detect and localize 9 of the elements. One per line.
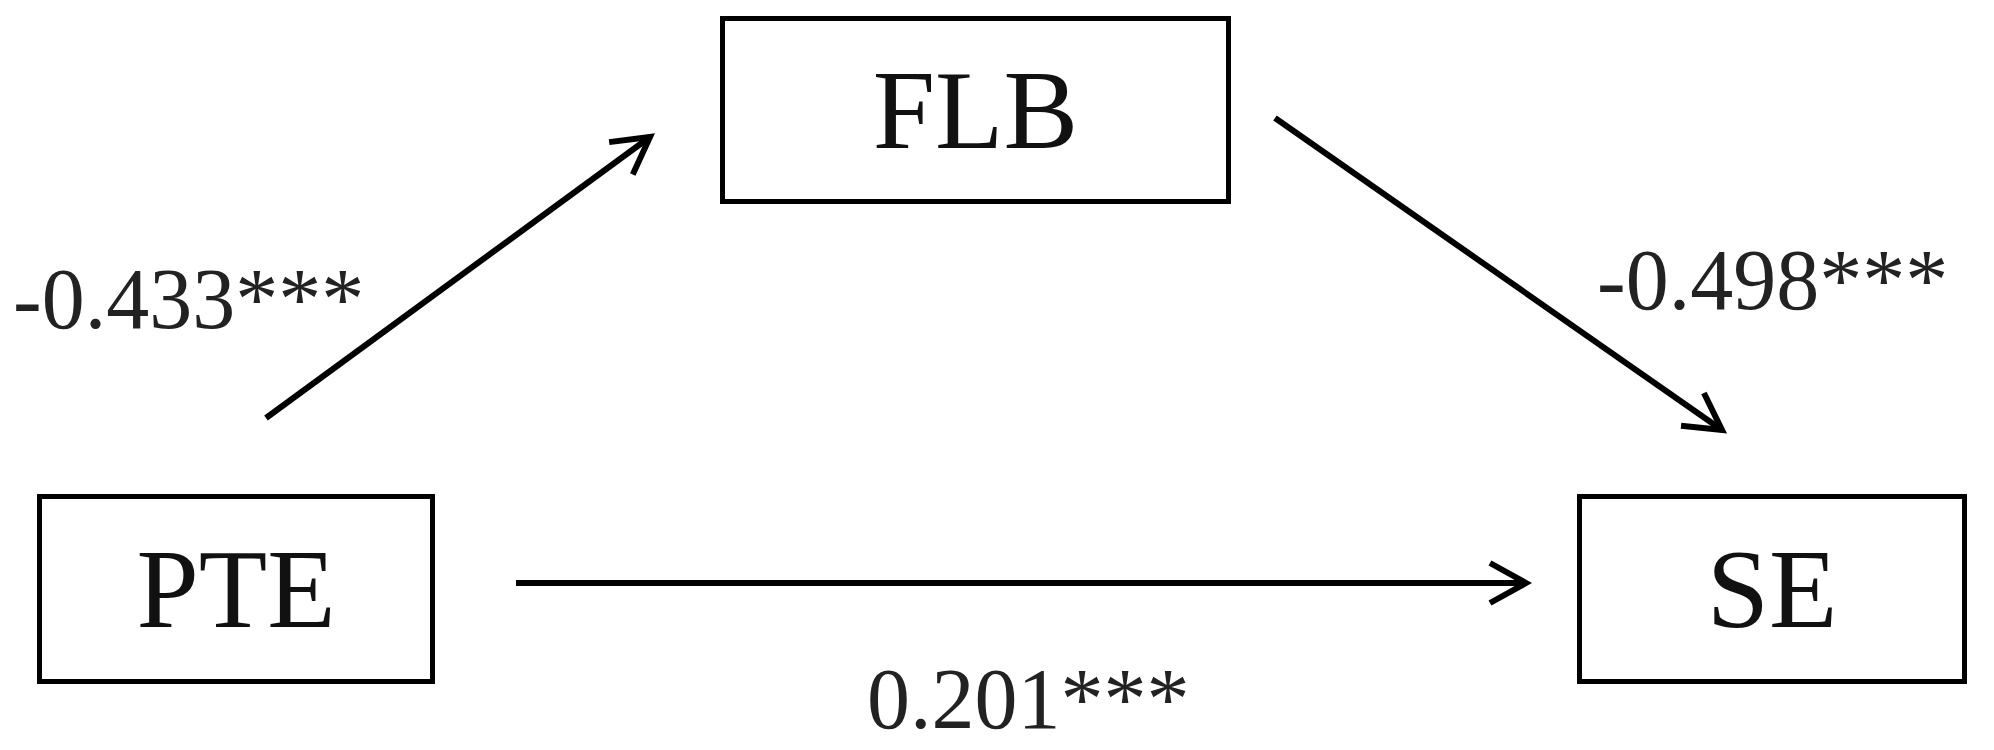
variable-box <box>37 494 435 684</box>
variable-name: FLB <box>872 54 1079 166</box>
arrow <box>516 560 1529 606</box>
variable-box <box>1577 494 1967 684</box>
arrow <box>264 134 653 421</box>
arrow <box>1273 115 1725 433</box>
variable-name: PTE <box>136 533 336 645</box>
variable-name: SE <box>1706 533 1838 645</box>
variable-box <box>720 16 1231 204</box>
